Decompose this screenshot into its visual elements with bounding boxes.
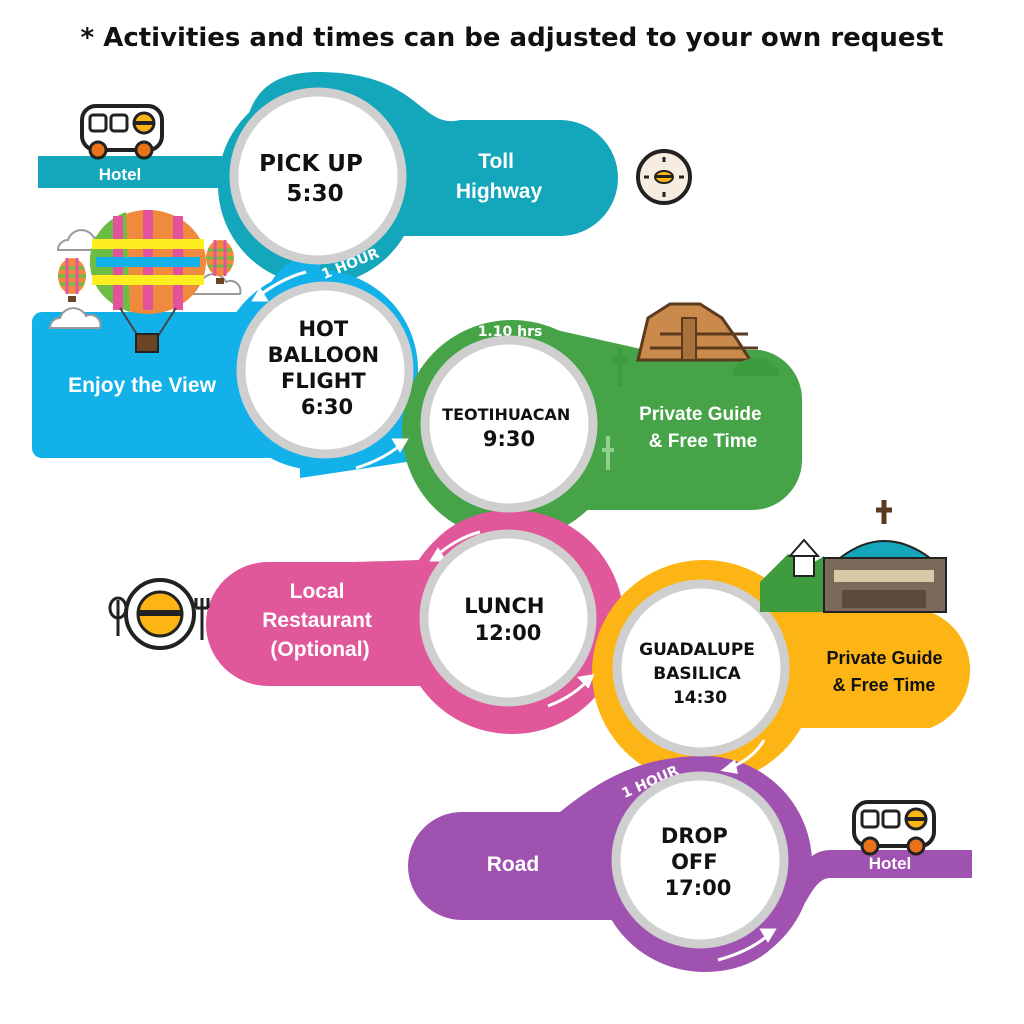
end-hotel-label: Hotel [869, 854, 912, 873]
side-label-teotihuacan: Private Guide & Free Time [639, 404, 767, 452]
side-label-line: & Free Time [649, 431, 757, 452]
stop-title-line: LUNCH [464, 594, 544, 618]
header-note: * Activities and times can be adjusted t… [81, 23, 944, 53]
side-label-enjoy-view: Enjoy the View [68, 374, 216, 397]
stop-time: 14:30 [673, 688, 727, 708]
side-label-line: (Optional) [270, 638, 369, 661]
side-label-line: Highway [456, 180, 543, 203]
clock-icon [636, 149, 692, 205]
stop-circle-dropoff: DROP OFF 17:00 [611, 771, 789, 949]
side-label-road: Road [487, 853, 540, 876]
stop-title-line: HOT [298, 317, 348, 341]
side-label-toll-highway: Toll Highway [456, 150, 543, 203]
svg-text:DROP OFF 17:00: DROP OFF 17:00 [661, 824, 735, 900]
side-label-basilica: Private Guide & Free Time [826, 648, 947, 695]
start-hotel-label: Hotel [99, 165, 142, 184]
stop-time: 5:30 [286, 181, 343, 207]
stop-title-line: PICK UP [259, 151, 363, 177]
stop-circle-pickup: PICK UP 5:30 [229, 87, 407, 265]
svg-text:PICK UP 5:30: PICK UP 5:30 [259, 151, 371, 207]
stop-title-line: BASILICA [653, 664, 741, 684]
direction-arrows [220, 83, 777, 962]
svg-text:TEOTIHUACAN 9:30: TEOTIHUACAN 9:30 [442, 405, 576, 451]
bus-icon [80, 104, 164, 160]
stop-circle-lunch: LUNCH 12:00 [419, 529, 597, 707]
side-label-line: & Free Time [833, 675, 936, 695]
stop-time: 9:30 [483, 427, 535, 451]
stop-time: 6:30 [301, 395, 353, 419]
pyramid-icon [602, 302, 780, 470]
svg-text:GUADALUPE BASILICA: GUADALUPE BASILICA 14:30 [639, 640, 761, 708]
stop-time: 12:00 [475, 621, 542, 645]
side-label-line: Local [290, 580, 345, 603]
basilica-icon [760, 500, 947, 613]
stop-circle-balloon: HOT BALLOON FLIGHT 6:30 [236, 281, 414, 459]
side-label-restaurant: Local Restaurant (Optional) [262, 580, 378, 661]
side-label-line: Private Guide [639, 404, 762, 425]
stop-title-line: FLIGHT [281, 369, 366, 393]
stop-circle-teotihuacan: TEOTIHUACAN 9:30 [420, 335, 598, 513]
duration-label-2: 1.10 hrs [478, 324, 543, 340]
stop-time: 17:00 [665, 876, 732, 900]
plate-icon [108, 578, 210, 650]
stop-title-line: TEOTIHUACAN [442, 405, 570, 424]
svg-text:LUNCH 12:00: LUNCH 12:00 [464, 594, 552, 645]
bus-icon [852, 800, 936, 856]
side-label-line: Toll [478, 150, 514, 173]
svg-text:HOT BALLOON FLIGHT: HOT BALLOON FLIGHT 6:30 [268, 317, 387, 419]
side-label-line: Private Guide [826, 648, 942, 668]
stop-title-line: OFF [671, 850, 718, 874]
stop-title-line: GUADALUPE [639, 640, 755, 660]
stop-title-line: DROP [661, 824, 728, 848]
hot-air-balloon-icon [49, 210, 242, 353]
stop-circle-basilica: GUADALUPE BASILICA 14:30 [612, 579, 790, 757]
side-label-line: Restaurant [262, 609, 372, 632]
stop-title-line: BALLOON [268, 343, 380, 367]
